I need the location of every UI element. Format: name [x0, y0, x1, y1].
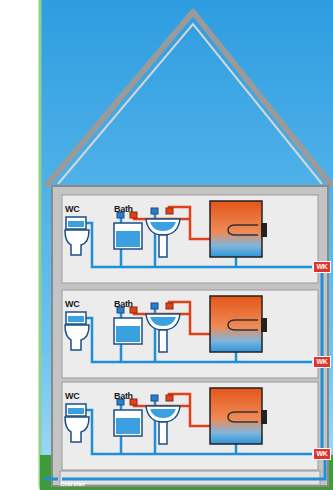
sky-panel: [40, 0, 333, 490]
middle-floor: [62, 290, 318, 378]
fixture-label: Bath: [114, 299, 133, 309]
water-heater-box: WK: [313, 261, 331, 273]
node-text: WK: [314, 449, 330, 459]
inlet-label: Cold Inlet: [60, 481, 84, 488]
riser-pipe: [321, 368, 324, 448]
roof-inner: [58, 24, 322, 184]
fixture-label: Bath: [114, 204, 133, 214]
riser-pipe: [321, 273, 324, 356]
node-text: WK: [314, 262, 330, 272]
water-heater-box: WK: [313, 448, 331, 460]
fixture-label: WC: [65, 204, 79, 214]
fixture-label: WC: [65, 391, 79, 401]
house-wall: [52, 186, 328, 486]
fixture-label: WC: [65, 299, 79, 309]
cold-inlet-pipe: [44, 458, 325, 479]
bottom-floor: [62, 382, 318, 470]
fixture-label: Bath: [114, 391, 133, 401]
water-heater-box: WK: [313, 356, 331, 368]
node-text: WK: [314, 357, 330, 367]
roof: [46, 12, 332, 186]
top-floor: [62, 195, 318, 283]
